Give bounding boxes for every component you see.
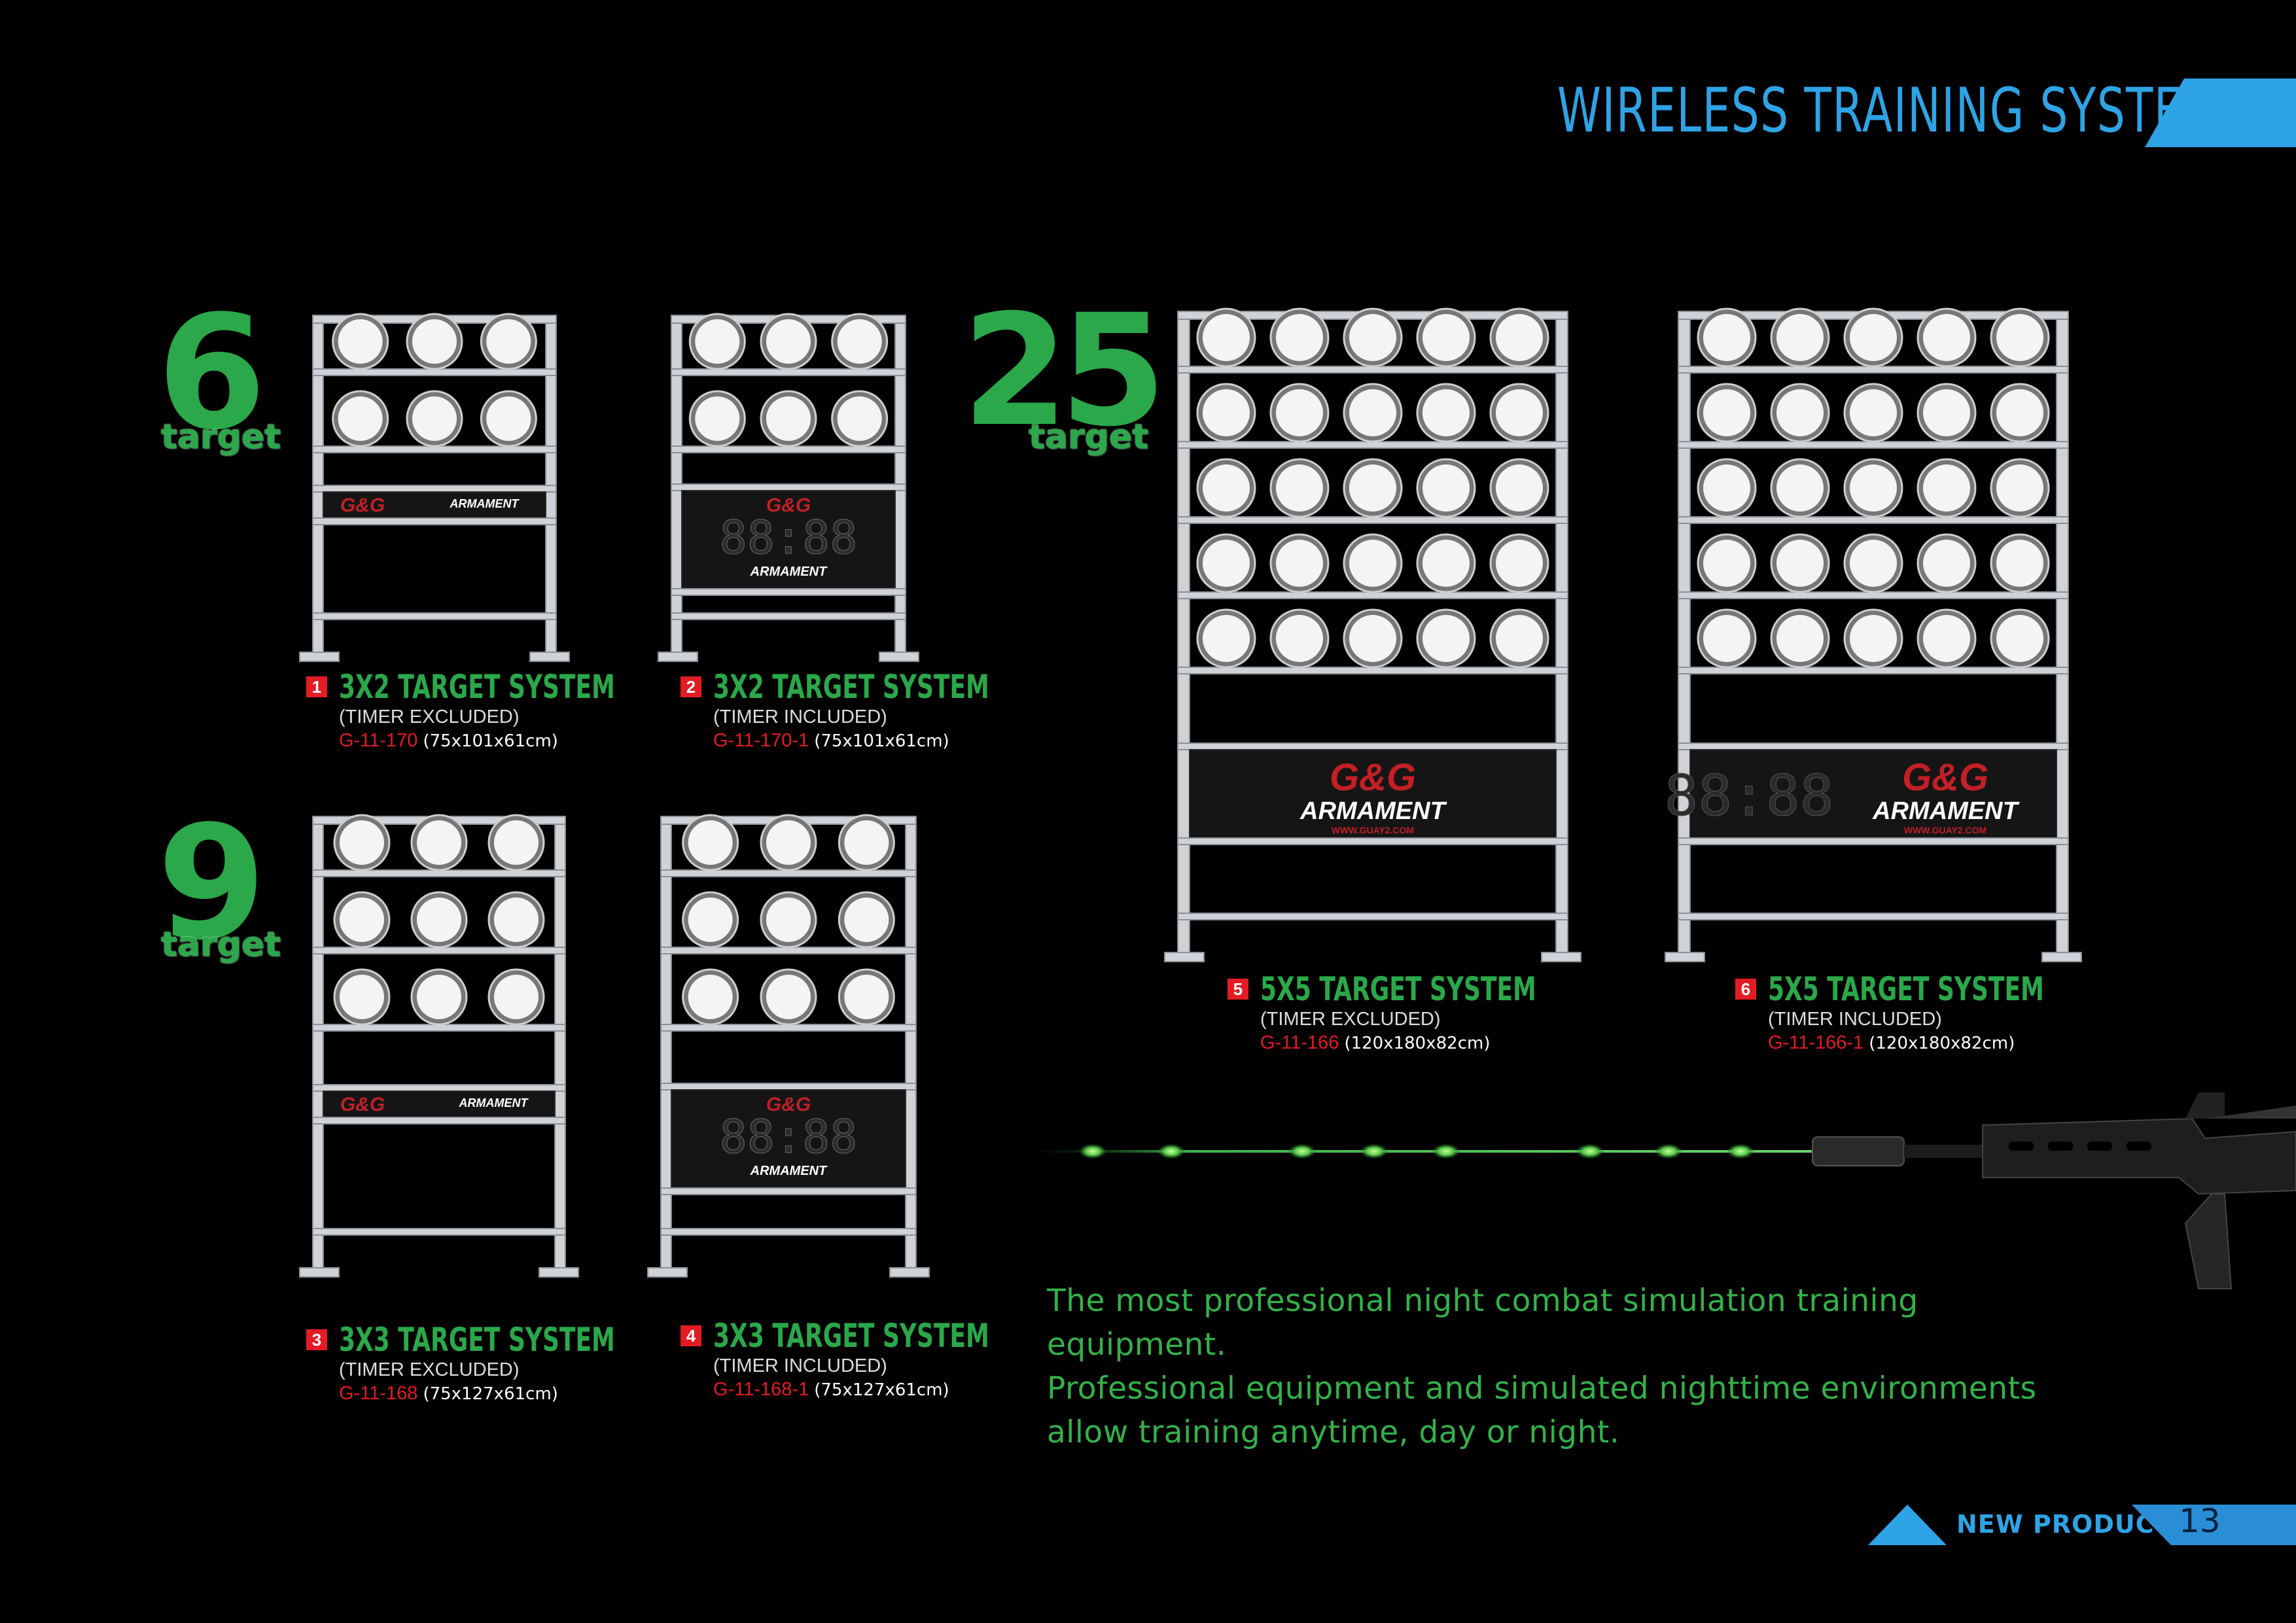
product-index-badge: 3: [306, 1329, 327, 1350]
brand-name: ARMAMENT: [750, 565, 828, 579]
product-subtitle: (TIMER EXCLUDED): [1260, 1009, 1441, 1030]
brand-logo: G&G: [1330, 756, 1416, 799]
brand-name: ARMAMENT: [1299, 797, 1447, 825]
footer-page-tab: [2132, 1505, 2296, 1545]
product-code: G-11-168: [339, 1383, 418, 1404]
timer-display: 88:88: [720, 1110, 858, 1164]
product-subtitle: (TIMER INCLUDED): [713, 707, 887, 727]
product-size: (75x127x61cm): [814, 1380, 949, 1400]
count-9-number: 9: [157, 792, 266, 975]
product-caption-3: 3 3X3 TARGET SYSTEM (TIMER EXCLUDED) G-1…: [306, 1321, 777, 1406]
product-title: 5X5 TARGET SYSTEM: [1768, 970, 2044, 1008]
count-25-word: target: [1029, 417, 1148, 457]
product-index-badge: 6: [1735, 979, 1756, 1000]
brand-panel: [681, 490, 896, 589]
product-title: 5X5 TARGET SYSTEM: [1260, 970, 1536, 1008]
count-25-number: 25: [962, 282, 1167, 461]
product-subtitle: (TIMER EXCLUDED): [339, 1359, 520, 1380]
timer-display: 88:88: [1665, 763, 1834, 829]
brand-url: WWW.GUAY2.COM: [1904, 825, 1987, 835]
product-subtitle: (TIMER EXCLUDED): [339, 707, 520, 727]
product-description: The most professional night combat simul…: [1047, 1279, 2107, 1454]
brand-logo: G&G: [766, 1094, 811, 1115]
product-caption-1: 1 3X2 TARGET SYSTEM (TIMER EXCLUDED) G-1…: [306, 669, 777, 753]
product-code: G-11-168-1: [713, 1379, 809, 1400]
brand-panel: [1689, 749, 2057, 839]
product-subtitle: (TIMER INCLUDED): [713, 1355, 887, 1376]
brand-name: ARMAMENT: [459, 1096, 529, 1109]
product-caption-6: 6 5X5 TARGET SYSTEM (TIMER INCLUDED) G-1…: [1735, 971, 2206, 1055]
brand-logo: G&G: [340, 495, 385, 516]
target-rack-3x2: G&G ARMAMENT: [299, 313, 570, 662]
product-title: 3X2 TARGET SYSTEM: [713, 668, 989, 706]
brand-panel: [323, 1091, 556, 1118]
product-subtitle: (TIMER INCLUDED): [1768, 1009, 1942, 1030]
product-code-line: G-11-168-1 (75x127x61cm): [713, 1378, 1152, 1402]
timer-display: 88:88: [720, 511, 858, 565]
product-size: (75x127x61cm): [423, 1384, 558, 1404]
footer-new-product-label: NEW PRODUCT: [1956, 1510, 2172, 1539]
product-title: 3X3 TARGET SYSTEM: [713, 1317, 989, 1355]
product-size: (120x180x82cm): [1869, 1034, 2015, 1053]
count-9-word: target: [161, 925, 281, 964]
laser-beam-rifle-illustration: [1027, 1092, 2296, 1289]
product-code: G-11-170: [339, 730, 418, 751]
description-line-2: Professional equipment and simulated nig…: [1047, 1370, 2037, 1406]
product-size: (75x101x61cm): [423, 731, 558, 751]
description-line-3: allow training anytime, day or night.: [1047, 1414, 1620, 1450]
product-size: (120x180x82cm): [1344, 1034, 1491, 1053]
header-accent-tab: [2145, 79, 2296, 147]
brand-url: WWW.GUAY2.COM: [1332, 825, 1414, 835]
count-6-word: target: [161, 417, 281, 457]
product-code-line: G-11-166-1 (120x180x82cm): [1768, 1031, 2206, 1055]
brand-panel: [671, 1089, 906, 1189]
product-index-badge: 4: [680, 1325, 701, 1346]
brand-name: ARMAMENT: [1872, 797, 2019, 825]
product-caption-5: 5 5X5 TARGET SYSTEM (TIMER EXCLUDED) G-1…: [1227, 971, 1699, 1055]
brand-name: ARMAMENT: [450, 497, 520, 510]
brand-panel: [323, 491, 546, 519]
brand-logo: G&G: [1902, 756, 1988, 799]
product-index-badge: 2: [680, 676, 701, 697]
product-title: 3X3 TARGET SYSTEM: [339, 1321, 615, 1359]
brand-name: ARMAMENT: [750, 1164, 828, 1178]
product-index-badge: 1: [306, 676, 327, 697]
product-code-line: G-11-170 (75x101x61cm): [339, 729, 777, 753]
product-code-line: G-11-166 (120x180x82cm): [1260, 1031, 1699, 1055]
footer-triangle-icon: [1868, 1505, 1947, 1545]
product-size: (75x101x61cm): [814, 731, 949, 751]
product-code: G-11-166: [1260, 1032, 1339, 1053]
product-caption-2: 2 3X2 TARGET SYSTEM (TIMER INCLUDED) G-1…: [680, 669, 1152, 753]
page-number: 13: [2179, 1502, 2221, 1540]
product-code-line: G-11-170-1 (75x101x61cm): [713, 729, 1152, 753]
brand-logo: G&G: [766, 495, 811, 516]
brand-logo: G&G: [340, 1094, 385, 1115]
description-line-1: The most professional night combat simul…: [1047, 1283, 1918, 1363]
product-code: G-11-166-1: [1768, 1032, 1864, 1053]
count-6-number: 6: [157, 281, 266, 464]
product-title: 3X2 TARGET SYSTEM: [339, 668, 615, 706]
product-code-line: G-11-168 (75x127x61cm): [339, 1382, 777, 1406]
target-rack-3x3: G&G ARMAMENT: [299, 814, 579, 1278]
product-index-badge: 5: [1227, 979, 1248, 1000]
product-code: G-11-170-1: [713, 730, 809, 751]
product-caption-4: 4 3X3 TARGET SYSTEM (TIMER INCLUDED) G-1…: [680, 1318, 1152, 1402]
